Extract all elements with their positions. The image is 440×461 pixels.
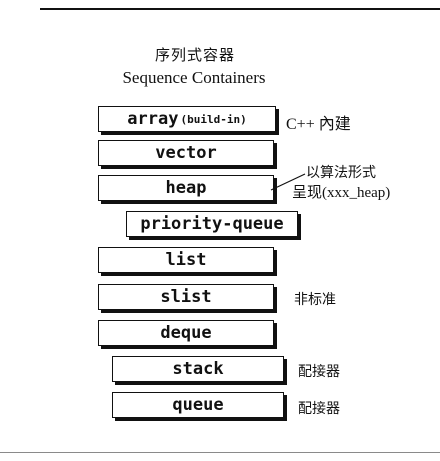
container-box-deque: deque	[98, 320, 274, 346]
container-box-list: list	[98, 247, 274, 273]
container-box-heap: heap	[98, 175, 274, 201]
container-name-deque: deque	[160, 323, 212, 343]
container-name-stack: stack	[172, 359, 224, 379]
container-name-heap: heap	[165, 178, 207, 198]
container-name-slist: slist	[160, 287, 212, 307]
note-heap-line1: 以算法形式	[306, 165, 376, 181]
container-box-queue: queue	[112, 392, 284, 418]
container-box-vector: vector	[98, 140, 274, 166]
title-chinese: 序列式容器	[154, 46, 235, 64]
note-array: C++ 內建	[286, 116, 351, 133]
container-name-priority-queue: priority-queue	[140, 214, 284, 234]
container-box-slist: slist	[98, 284, 274, 310]
container-name-list: list	[165, 250, 207, 270]
container-box-array: array(build-in)	[98, 106, 276, 132]
top-rule	[40, 8, 440, 10]
note-heap-line2: 呈现(xxx_heap)	[292, 185, 391, 201]
container-box-priority-queue: priority-queue	[126, 211, 298, 237]
container-name-vector: vector	[155, 143, 217, 163]
note-slist: 非标准	[294, 292, 336, 308]
note-stack: 配接器	[298, 364, 340, 380]
note-queue: 配接器	[298, 401, 340, 417]
container-name-array: array	[127, 109, 179, 129]
container-name-queue: queue	[172, 395, 224, 415]
title-english: Sequence Containers	[122, 68, 266, 87]
container-box-stack: stack	[112, 356, 284, 382]
bottom-rule	[0, 452, 440, 453]
container-suffix-array: (build-in)	[180, 112, 247, 126]
